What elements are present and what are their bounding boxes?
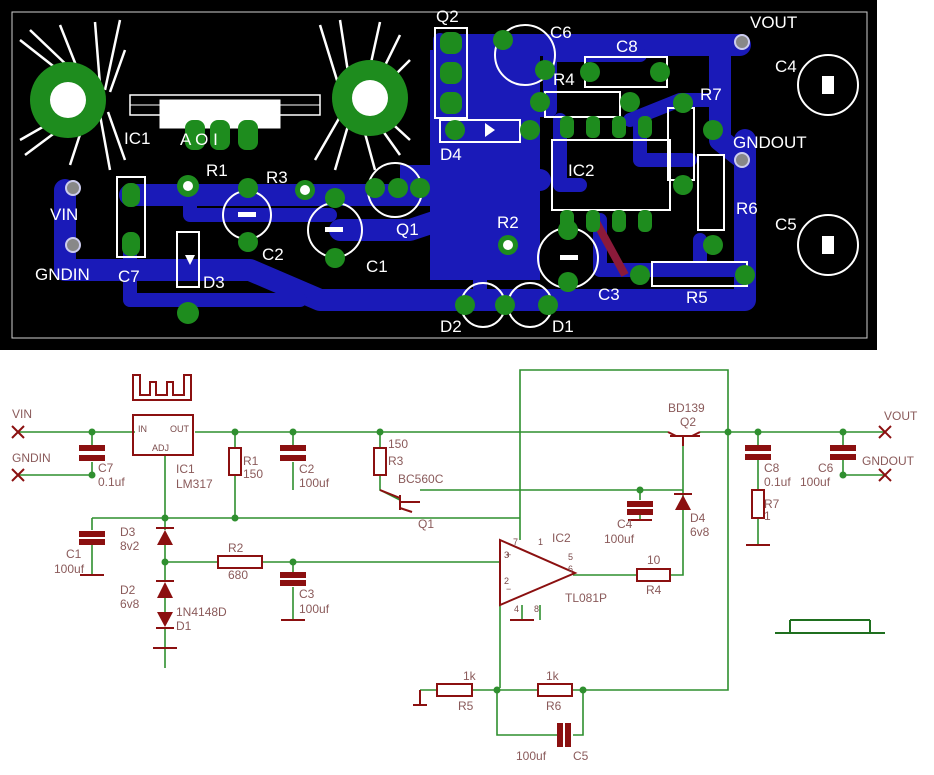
pcb-label-ic1: IC1 [124, 129, 150, 148]
pcb-mount-hole-right-center [352, 80, 388, 116]
pcb-label-c5: C5 [775, 215, 797, 234]
pcb-label-d4: D4 [440, 145, 462, 164]
pcb-label-r6: R6 [736, 199, 758, 218]
pcb-mount-hole-left-center [50, 82, 86, 118]
pcb-label-c1: C1 [366, 257, 388, 276]
pcb-label-r7: R7 [700, 85, 722, 104]
pcb-ic1-pad-2 [210, 120, 230, 150]
pcb-label-r1: R1 [206, 161, 228, 180]
pcb-connector-pads [65, 34, 750, 253]
pcb-label-r4: R4 [553, 70, 575, 89]
pcb-label-vout: VOUT [750, 13, 797, 32]
pcb-label-c8: C8 [616, 37, 638, 56]
pcb-labels: Q2 C6 VOUT C8 C4 R4 R7 GNDOUT IC1 A O I … [35, 7, 807, 336]
pcb-polarity-marks [185, 76, 834, 265]
pcb-label-c3: C3 [598, 285, 620, 304]
pcb-board-outline [11, 11, 868, 339]
pcb-label-ic2: IC2 [568, 161, 594, 180]
pcb-ic1-pad-3 [238, 120, 258, 150]
pcb-copper-pour-2 [400, 165, 460, 205]
pcb-pads [122, 30, 755, 324]
pcb-label-ic1-pins: A O I [180, 130, 218, 149]
pcb-label-gndout: GNDOUT [733, 133, 807, 152]
pcb-ic1-pad-1 [185, 120, 205, 150]
pcb-label-c7: C7 [118, 267, 140, 286]
pcb-jumper-trace [591, 218, 629, 277]
pcb-label-c2: C2 [262, 245, 284, 264]
pcb-label-c6: C6 [550, 23, 572, 42]
pcb-label-c4: C4 [775, 57, 797, 76]
pcb-label-r3: R3 [266, 168, 288, 187]
pcb-pad-holes [183, 181, 513, 250]
pcb-component-outlines [116, 27, 748, 288]
pcb-label-r5: R5 [686, 288, 708, 307]
pcb-label-r2: R2 [497, 213, 519, 232]
pcb-label-gndin: GNDIN [35, 265, 90, 284]
pcb-label-d3: D3 [203, 273, 225, 292]
pcb-label-q1: Q1 [396, 220, 419, 239]
pcb-label-d2: D2 [440, 317, 462, 336]
pcb-label-q2: Q2 [436, 7, 459, 26]
pcb-label-vin: VIN [50, 205, 78, 224]
pcb-label-d1: D1 [552, 317, 574, 336]
